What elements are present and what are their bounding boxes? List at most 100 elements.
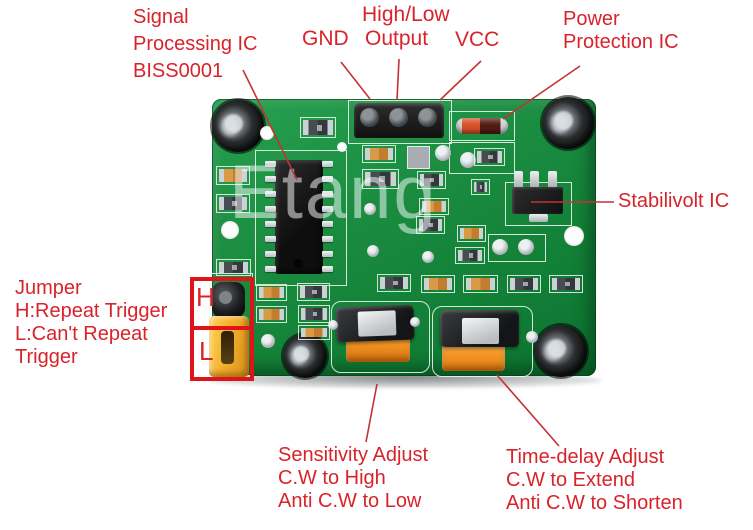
- solder-pad: [337, 142, 347, 152]
- ic-pin: [265, 221, 276, 227]
- header-pin: [418, 108, 437, 127]
- leader-output: [396, 58, 400, 101]
- leader-vcc: [439, 60, 482, 101]
- smd-component: [216, 259, 251, 276]
- stabilivolt-lead: [530, 171, 539, 188]
- label-jumper: Jumper H:Repeat Trigger L:Can't Repeat T…: [15, 277, 167, 369]
- electrolytic-capacitor: [535, 325, 587, 377]
- stabilivolt-tab: [529, 214, 548, 222]
- smd-component: [474, 148, 505, 166]
- smd-component: [471, 179, 490, 195]
- solder-pad: [518, 239, 534, 255]
- solder-pad: [364, 203, 376, 215]
- smd-component: [455, 247, 485, 264]
- ic-pin1-dimple: [294, 259, 303, 268]
- solder-pad: [261, 334, 275, 348]
- smd-component: [256, 306, 287, 323]
- solder-pad: [564, 226, 584, 246]
- label-line: Jumper: [15, 277, 82, 299]
- pads-box-silkscreen: [488, 234, 546, 262]
- ic-pin: [265, 161, 276, 167]
- label-line: C.W to Extend: [506, 469, 635, 491]
- label-power-protection-ic: Power Protection IC: [563, 8, 679, 54]
- electrolytic-capacitor: [212, 100, 264, 152]
- pot-pin: [328, 320, 338, 330]
- leader-sensitivity: [365, 383, 378, 443]
- protection-diode: [456, 118, 508, 134]
- label-line: Anti C.W to Shorten: [506, 492, 683, 514]
- header-silkscreen-outline: [348, 100, 452, 144]
- label-line: Time-delay Adjust: [506, 446, 665, 468]
- jumper-pin-highlight: [219, 291, 232, 304]
- pot-pin: [410, 317, 420, 327]
- ic-pin: [265, 236, 276, 242]
- jumper-l-highlight-box: [190, 326, 254, 381]
- square-pad: [407, 146, 430, 169]
- solder-pad: [422, 251, 434, 263]
- ic-pin: [322, 191, 333, 197]
- label-line: Sensitivity Adjust: [278, 444, 429, 466]
- label-vcc: VCC: [455, 28, 500, 51]
- solder-pad: [221, 221, 239, 239]
- smd-component: [298, 325, 330, 340]
- smd-component: [463, 275, 498, 293]
- diode-silkscreen-outline: [449, 111, 515, 141]
- time-delay-pot-base: [442, 344, 505, 371]
- stabilivolt-lead: [514, 171, 523, 188]
- ic-pin: [265, 191, 276, 197]
- label-line: BISS0001: [133, 60, 224, 82]
- label-high-low-output: High/Low Output: [362, 3, 450, 51]
- smd-component: [377, 274, 411, 292]
- smd-component: [416, 216, 445, 234]
- ic-pin: [322, 206, 333, 212]
- label-line: Output: [365, 27, 429, 50]
- main-ic-biss0001: [275, 160, 323, 274]
- smd-component: [507, 275, 541, 293]
- pad-box-silkscreen: [449, 142, 515, 174]
- ic-pin: [322, 251, 333, 257]
- ic-pin: [322, 221, 333, 227]
- label-line: Processing IC: [133, 33, 258, 55]
- label-line: H:Repeat Trigger: [15, 300, 168, 322]
- solder-pad: [260, 126, 274, 140]
- smd-component: [362, 145, 396, 163]
- label-line: Protection IC: [563, 31, 679, 53]
- smd-component: [417, 171, 446, 189]
- solder-pad: [460, 152, 476, 168]
- pcb-board: [209, 97, 596, 378]
- ic-pin: [322, 236, 333, 242]
- smd-component: [216, 194, 250, 213]
- smd-component: [298, 305, 330, 323]
- label-line: L:Can't Repeat: [15, 323, 148, 345]
- label-line: Anti C.W to Low: [278, 490, 422, 512]
- ic-pin: [322, 176, 333, 182]
- label-line: Power: [563, 8, 620, 30]
- smd-component: [419, 198, 449, 215]
- label-line: Signal: [133, 6, 189, 28]
- label-sensitivity-adjust: Sensitivity Adjust C.W to High Anti C.W …: [278, 444, 428, 513]
- ic-pin: [322, 161, 333, 167]
- smd-component: [457, 225, 486, 242]
- label-line: Trigger: [15, 346, 78, 368]
- pot1-silkscreen-outline: [331, 301, 430, 373]
- ic-pin: [265, 206, 276, 212]
- label-line: C.W to High: [278, 467, 386, 489]
- label-line: High/Low: [362, 3, 450, 26]
- smd-component: [421, 275, 455, 293]
- smd-component: [300, 117, 336, 138]
- header-pin: [389, 108, 408, 127]
- label-stabilivolt-ic: Stabilivolt IC: [618, 190, 730, 212]
- ic-pin: [322, 266, 333, 272]
- leader-gnd: [340, 61, 371, 100]
- smd-component: [297, 283, 330, 301]
- ic-pin: [265, 251, 276, 257]
- header-pin: [360, 108, 379, 127]
- time-delay-pot-screw: [462, 318, 499, 344]
- label-time-delay-adjust: Time-delay Adjust C.W to Extend Anti C.W…: [506, 446, 683, 515]
- sensitivity-pot-screw: [357, 310, 397, 337]
- smd-component: [549, 275, 583, 293]
- smd-component: [256, 284, 287, 301]
- solder-pad: [526, 331, 538, 343]
- label-signal-processing-ic: Signal Processing IC BISS0001: [133, 4, 258, 85]
